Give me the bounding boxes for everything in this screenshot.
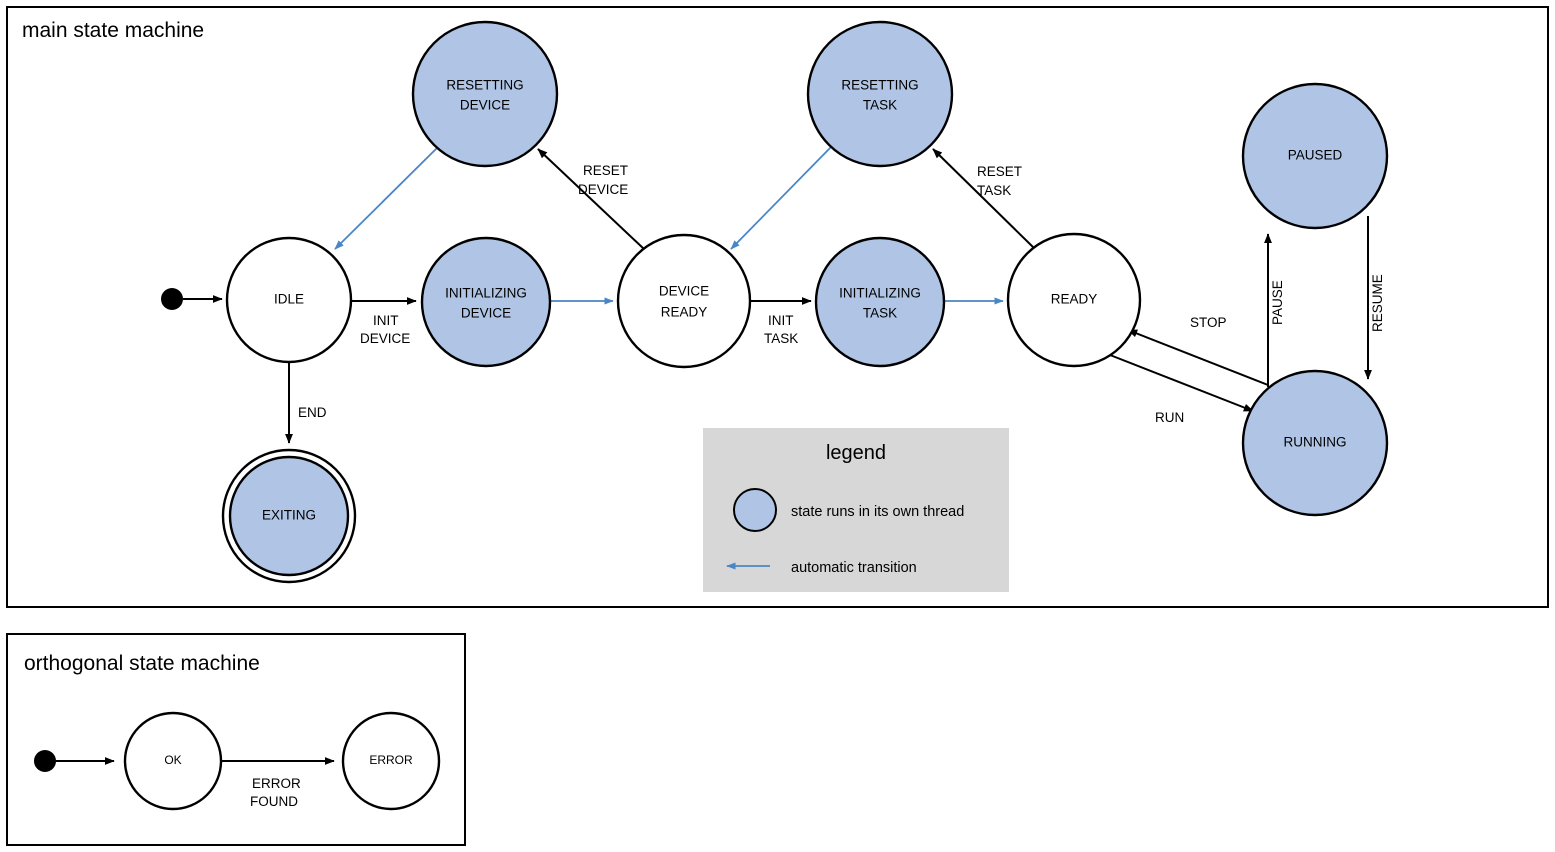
orthogonal-state-machine-frame: orthogonal state machine ERROR FOUND OK …	[6, 633, 466, 846]
transition-label-stop: STOP	[1190, 315, 1227, 330]
state-label-device-ready-line2: READY	[661, 305, 708, 320]
transition-reset-device[interactable]	[537, 148, 645, 250]
main-state-machine-frame: main state machine INIT DEVICE RESET DEV…	[6, 6, 1549, 608]
state-label-initializing-task-line1: INITIALIZING	[839, 286, 921, 301]
legend-panel: legend state runs in its own thread auto…	[703, 428, 1009, 592]
transition-label-init-device-line2: DEVICE	[360, 331, 410, 346]
legend-item-thread-state-label: state runs in its own thread	[791, 504, 964, 520]
main-transitions-layer: INIT DEVICE RESET DEVICE INIT TASK RESET…	[183, 146, 1385, 444]
state-label-initializing-device-line2: DEVICE	[461, 306, 511, 321]
orthogonal-frame-title: orthogonal state machine	[24, 652, 260, 675]
state-label-idle: IDLE	[274, 292, 304, 307]
state-node-resetting-device[interactable]: RESETTING DEVICE	[411, 20, 559, 168]
state-label-error: ERROR	[369, 753, 413, 767]
state-node-running[interactable]: RUNNING	[1241, 369, 1389, 517]
transition-label-reset-task-line2: TASK	[977, 183, 1011, 198]
state-label-running: RUNNING	[1284, 435, 1347, 450]
state-circle-exiting[interactable]	[228, 455, 350, 577]
orthogonal-initial-state-marker	[34, 750, 56, 772]
state-circle-resetting-device[interactable]	[411, 20, 559, 168]
main-initial-state-marker	[161, 288, 183, 310]
state-node-initializing-task[interactable]: INITIALIZING TASK	[814, 236, 946, 368]
main-frame-title: main state machine	[22, 19, 204, 42]
transition-stop[interactable]	[1127, 329, 1269, 386]
transition-resettask-deviceready-auto[interactable]	[730, 146, 832, 250]
state-label-initializing-task-line2: TASK	[863, 306, 897, 321]
legend-title: legend	[826, 442, 886, 464]
state-circle-error[interactable]	[341, 711, 441, 811]
transition-run[interactable]	[1109, 354, 1254, 412]
state-circle-ok[interactable]	[123, 711, 223, 811]
transition-resetdev-idle-auto[interactable]	[334, 147, 438, 250]
transition-label-run: RUN	[1155, 410, 1184, 425]
state-node-exiting[interactable]: EXITING	[221, 448, 357, 584]
state-label-resetting-device-line2: DEVICE	[460, 98, 510, 113]
transition-label-reset-task-line1: RESET	[977, 164, 1022, 179]
transition-label-reset-device-line1: RESET	[583, 163, 628, 178]
state-node-ready[interactable]: READY	[1006, 232, 1142, 368]
state-label-device-ready-line1: DEVICE	[659, 284, 709, 299]
state-node-device-ready[interactable]: DEVICE READY	[616, 233, 752, 369]
state-node-idle[interactable]: IDLE	[225, 236, 353, 364]
transition-label-end: END	[298, 405, 327, 420]
state-circle-paused[interactable]	[1241, 82, 1389, 230]
state-label-exiting: EXITING	[262, 508, 316, 523]
state-circle-device-ready[interactable]	[616, 233, 752, 369]
legend-thread-state-circle-icon	[733, 488, 777, 532]
state-label-ok: OK	[164, 753, 181, 767]
transition-label-resume: RESUME	[1370, 274, 1385, 332]
state-label-initializing-device-line1: INITIALIZING	[445, 286, 527, 301]
state-node-error[interactable]: ERROR	[341, 711, 441, 811]
state-label-ready: READY	[1051, 292, 1098, 307]
state-label-paused: PAUSED	[1288, 148, 1343, 163]
transition-label-reset-device-line2: DEVICE	[578, 182, 628, 197]
transition-label-init-task-line2: TASK	[764, 331, 798, 346]
state-label-resetting-device-line1: RESETTING	[446, 78, 523, 93]
state-node-resetting-task[interactable]: RESETTING TASK	[806, 20, 954, 168]
legend-item-automatic-transition-label: automatic transition	[791, 560, 917, 576]
state-node-initializing-device[interactable]: INITIALIZING DEVICE	[420, 236, 552, 368]
transition-label-init-device-line1: INIT	[373, 313, 399, 328]
transition-label-pause: PAUSE	[1270, 280, 1285, 325]
transition-reset-task[interactable]	[932, 148, 1035, 249]
state-circle-ready[interactable]	[1006, 232, 1142, 368]
state-circle-initializing-device[interactable]	[420, 236, 552, 368]
transition-label-error-found-line1: ERROR	[252, 776, 301, 791]
state-circle-resetting-task[interactable]	[806, 20, 954, 168]
state-node-ok[interactable]: OK	[123, 711, 223, 811]
state-node-paused[interactable]: PAUSED	[1241, 82, 1389, 230]
transition-label-init-task-line1: INIT	[768, 313, 794, 328]
transition-label-error-found-line2: FOUND	[250, 794, 298, 809]
state-circle-running[interactable]	[1241, 369, 1389, 517]
state-label-resetting-task-line1: RESETTING	[841, 78, 918, 93]
state-label-resetting-task-line2: TASK	[863, 98, 897, 113]
state-circle-initializing-task[interactable]	[814, 236, 946, 368]
state-circle-idle[interactable]	[225, 236, 353, 364]
